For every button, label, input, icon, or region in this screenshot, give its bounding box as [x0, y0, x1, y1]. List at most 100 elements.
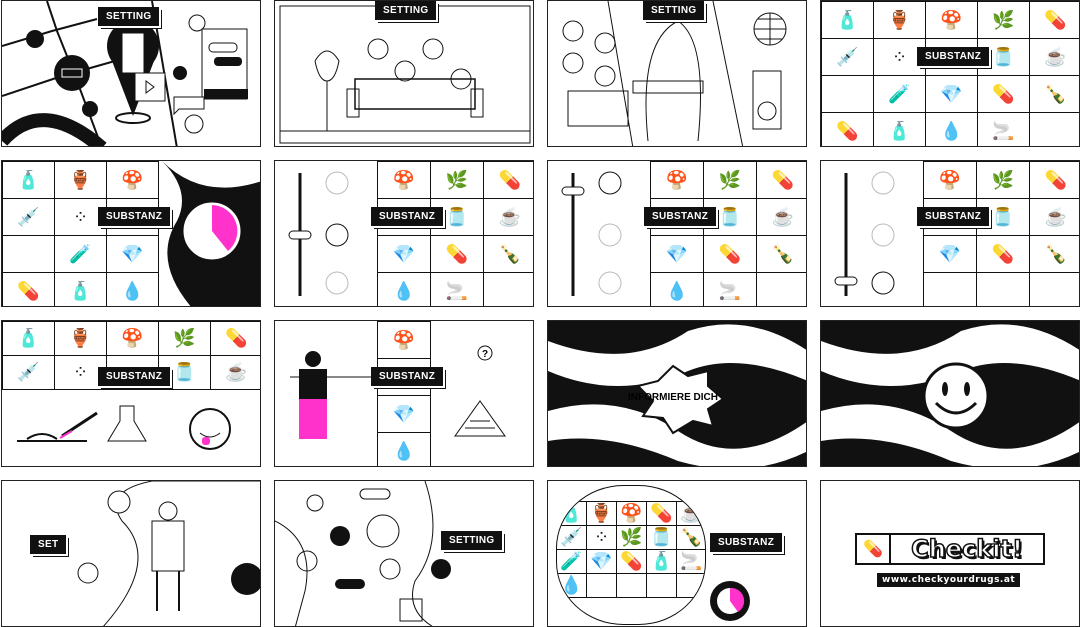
spray-can-icon: 🧴	[3, 162, 55, 199]
glue-icon: 🧴	[55, 273, 107, 306]
starburst-shape	[636, 364, 725, 435]
syringe-icon: 💉	[557, 526, 587, 550]
substance-blob: 🧴🏺🍄💊☕ 💉⁘🌿🫙🍾 🧪💎💊🧴🚬 💧	[556, 485, 706, 625]
storyboard-panel-11: INFORMIERE DICH	[547, 320, 807, 467]
cigarettes-icon: 🚬	[677, 550, 705, 574]
cannabis-leaf-icon: 🌿	[978, 2, 1030, 39]
scale-icon	[107, 490, 131, 514]
substance-grid: 🍄🌿💊 🫙☕ 💎💊🍾 💧🚬	[377, 161, 533, 306]
storyboard-panel-16: 💊 Checkit! www.checkyourdrugs.at	[820, 480, 1080, 627]
storyboard-panel-7: 🍄🌿💊 🫙☕ 💎💊🍾 💧🚬 SUBSTANZ	[547, 160, 807, 307]
cigarettes-icon: 🚬	[978, 113, 1030, 146]
storyboard-panel-2: SETTING	[274, 0, 534, 147]
dizzy-face-icon	[871, 171, 895, 195]
mushroom-icon: 🍄	[107, 162, 159, 199]
smile-face-icon	[871, 223, 895, 247]
stamp-icon: ☕	[677, 502, 705, 526]
cannabis-leaf-icon: 🌿	[159, 322, 211, 356]
cannabis-leaf-icon: 🌿	[617, 526, 647, 550]
consumption-tools-illustration	[17, 405, 231, 450]
cannabis-leaf-icon: 🌿	[704, 162, 757, 199]
face-icon	[450, 68, 472, 90]
scene-label: SETTING	[375, 1, 437, 20]
mushroom-icon: 🍄	[651, 162, 704, 199]
scene-label: SETTING	[98, 7, 160, 26]
dizzy-face-icon	[598, 171, 622, 195]
cigarettes-icon: 🚬	[431, 273, 484, 306]
pill-box-icon: 💊	[757, 162, 806, 199]
dizzy-face-icon	[325, 171, 349, 195]
cannabis-leaf-icon: 🌿	[977, 162, 1030, 199]
calm-face-icon	[325, 271, 349, 295]
syringe-icon: 💉	[3, 356, 55, 390]
mushroom-icon: 🍄	[924, 162, 977, 199]
set-person-illustration	[77, 481, 260, 626]
person-head	[158, 501, 178, 521]
spray-can-icon: 🧴	[557, 502, 587, 526]
calm-face-icon	[871, 271, 895, 295]
scene-label: SUBSTANZ	[371, 367, 444, 386]
capsule-icon: 💊	[857, 535, 891, 563]
sofa-icon	[354, 78, 476, 110]
bottle-icon: 🍾	[757, 236, 806, 273]
mushroom-icon: 🍄	[107, 322, 159, 356]
laughing-face-icon	[77, 562, 99, 584]
storyboard-panel-8: 🍄🌿💊 🫙☕ 💎💊🍾 SUBSTANZ	[820, 160, 1080, 307]
medicine-jar-icon: 🫙	[978, 39, 1030, 76]
storyboard-panel-10: ? 🍄💎💧 SUBSTANZ	[274, 320, 534, 467]
storyboard-panel-4: 🧴🏺🍄🌿💊 💉⁘🫙☕ 🧪💎💊🍾 💊🧴💧🚬 SUBSTANZ	[820, 0, 1080, 147]
smiley-swirl-illustration	[821, 321, 1079, 466]
video-player-icon	[399, 598, 423, 622]
chat-bubble-icon	[359, 488, 391, 500]
website-link[interactable]: www.checkyourdrugs.at	[877, 573, 1021, 587]
medicine-jar-icon: 🫙	[704, 199, 757, 236]
spray-can-icon: 🧴	[822, 2, 874, 39]
bottle-icon: 🍾	[677, 526, 705, 550]
face-icon	[422, 38, 444, 60]
pill-box-icon: 💊	[1030, 2, 1079, 39]
speaker-icon	[752, 70, 782, 130]
scene-label: SUBSTANZ	[371, 207, 444, 226]
face-icon	[394, 60, 416, 82]
jar-icon: 🏺	[55, 162, 107, 199]
video-player-icon	[134, 72, 166, 102]
city-map-illustration	[2, 1, 248, 146]
dropper-icon: 💧	[378, 433, 431, 466]
scene-label: SET	[30, 535, 67, 554]
lighter-icon: 🧪	[874, 76, 926, 113]
living-room-illustration	[279, 5, 531, 144]
smile-face-icon	[598, 223, 622, 247]
pill-pack-icon: 💊	[977, 236, 1030, 273]
medicine-jar-icon: 🫙	[647, 526, 677, 550]
stamp-icon: ☕	[211, 356, 260, 390]
mood-slider	[288, 171, 349, 296]
globe-icon	[26, 30, 44, 48]
person-legs	[299, 399, 327, 439]
medicine-jar-icon: 🫙	[431, 199, 484, 236]
cannabis-leaf-icon: 🌿	[431, 162, 484, 199]
scene-label: SUBSTANZ	[98, 367, 171, 386]
pill-box-icon: 💊	[1030, 162, 1079, 199]
face-icon	[367, 38, 389, 60]
storyboard-panel-1: SETTING	[1, 0, 261, 147]
bottle-icon: 🍾	[1030, 76, 1079, 113]
scene-label: SETTING	[441, 531, 503, 550]
pill-pack-icon: 💊	[704, 236, 757, 273]
cactus-icon	[366, 514, 400, 548]
question-icon: ?	[482, 349, 488, 360]
stamp-icon: ☕	[1030, 39, 1079, 76]
capsule-icon: 💊	[3, 273, 55, 306]
storyboard-panel-3: SETTING	[547, 0, 807, 147]
tongue-face-icon	[189, 408, 231, 450]
clock-icon	[710, 581, 750, 621]
globe-icon	[330, 526, 350, 546]
smiley-icon	[922, 362, 990, 430]
scene-label: SUBSTANZ	[644, 207, 717, 226]
person-mixing-illustration: ?	[290, 345, 506, 439]
face-icon	[379, 558, 401, 580]
storyboard-panel-6: 🍄🌿💊 🫙☕ 💎💊🍾 💧🚬 SUBSTANZ	[274, 160, 534, 307]
jar-icon: 🏺	[587, 502, 617, 526]
social-setting-illustration	[275, 481, 451, 626]
party-room-illustration	[562, 1, 787, 146]
crystal-icon: 💎	[926, 76, 978, 113]
